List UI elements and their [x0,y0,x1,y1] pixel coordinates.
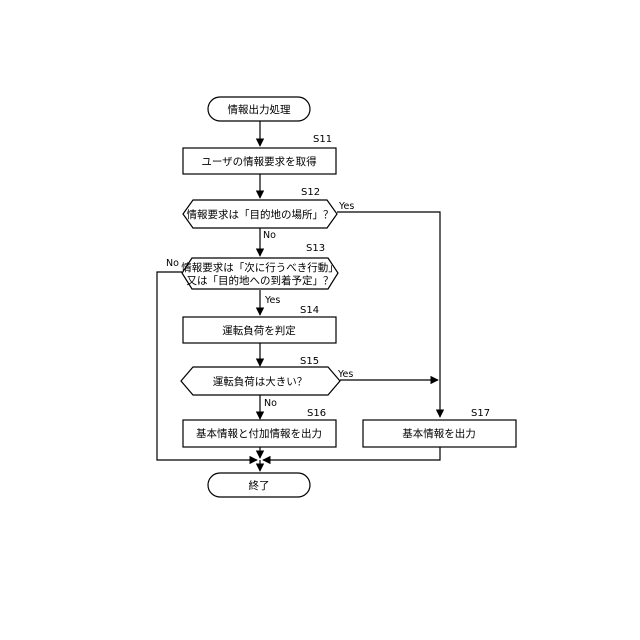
edge-s17-merge [263,447,440,460]
edge-s12-yes-label: Yes [338,201,354,212]
decision-s15-label: 運転負荷は大きい？ [213,375,308,388]
decision-s13-label-line1: 情報要求は「次に行うべき行動」 [181,261,339,274]
process-s11-label: ユーザの情報要求を取得 [201,155,316,168]
decision-s12-label: 情報要求は「目的地の場所」？ [187,208,334,221]
edge-s13-no-label: No [166,258,179,269]
start-label: 情報出力処理 [228,103,291,116]
edge-s13-yes-label: Yes [264,295,280,306]
edge-s15-no-label: No [264,398,277,409]
process-s17-label: 基本情報を出力 [402,427,476,440]
step-s14: S14 [300,305,319,316]
step-s16: S16 [307,408,326,419]
step-s15: S15 [300,356,319,367]
edge-s12-yes [337,212,440,417]
process-s16-label: 基本情報と付加情報を出力 [196,427,322,440]
decision-s13-label-line2: 又は「目的地への到着予定」？ [187,274,334,287]
end-label: 終了 [249,479,270,492]
step-s13: S13 [306,243,325,254]
edge-s15-yes-label: Yes [337,369,353,380]
process-s14-label: 運転負荷を判定 [222,324,296,337]
step-s11: S11 [313,134,332,145]
edge-s12-no-label: No [263,230,276,241]
step-s12: S12 [301,187,320,198]
step-s17: S17 [471,408,490,419]
